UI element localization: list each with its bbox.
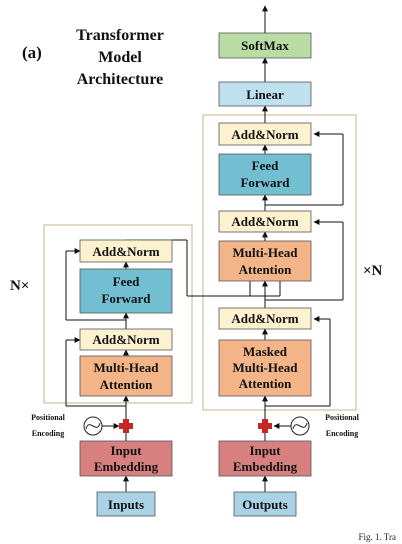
title-line-2: Model (98, 49, 142, 66)
linear-label: Linear (246, 87, 284, 102)
title-line-1: Transformer (76, 27, 164, 44)
decoder-outputs-label: Outputs (242, 497, 288, 512)
decoder-outputs (233, 491, 297, 517)
decoder-input-embedding (218, 440, 312, 477)
encoder-attention-label-1: Multi-Head (94, 360, 160, 375)
decoder-masked-label-3: Attention (239, 376, 292, 391)
encoder-feed-forward-label-2: Forward (101, 291, 151, 306)
encoder-embedding-label-2: Embedding (94, 459, 159, 474)
encoder-multi-head-attention (79, 355, 173, 397)
encoder-add-norm-top (79, 239, 173, 263)
encoder-inputs (96, 491, 156, 517)
softmax-label: SoftMax (241, 38, 289, 53)
decoder-add-plus-icon (258, 419, 272, 433)
decoder-embedding-label-2: Embedding (233, 459, 298, 474)
decoder-feed-forward-label-2: Forward (240, 175, 290, 190)
caption-fragment: Fig. 1. Tra (358, 532, 396, 542)
decoder-add-norm-mid (218, 210, 312, 233)
encoder-add-norm-bottom (79, 328, 173, 351)
encoder-add-norm-bottom-label: Add&Norm (92, 332, 159, 347)
decoder-add-norm-bottom (218, 307, 312, 330)
decoder-feed-forward-label-1: Feed (252, 158, 279, 173)
encoder-positional-label-1: Positional (31, 413, 66, 422)
decoder-masked-label-1: Masked (243, 344, 288, 359)
encoder-feed-forward (79, 268, 173, 314)
encoder-input-embedding (79, 440, 173, 477)
decoder-linear (218, 81, 312, 107)
panel-label: (a) (22, 43, 42, 62)
encoder-repeat-label: N× (10, 278, 29, 294)
decoder-positional-label-2: Encoding (326, 429, 358, 438)
encoder-positional-label-2: Encoding (32, 429, 64, 438)
decoder-attention-label-2: Attention (239, 262, 292, 277)
decoder-add-norm-top-label: Add&Norm (231, 127, 298, 142)
decoder-feed-forward (218, 153, 312, 196)
decoder-repeat-label: ×N (363, 263, 383, 279)
decoder-block-frame (202, 114, 357, 411)
encoder-inputs-label: Inputs (108, 497, 144, 512)
title-line-3: Architecture (77, 71, 163, 88)
decoder-add-norm-mid-label: Add&Norm (231, 214, 298, 229)
encoder-add-norm-top-label: Add&Norm (92, 244, 159, 259)
decoder-attention-label-1: Multi-Head (233, 245, 299, 260)
encoder-attention-label-2: Attention (100, 377, 153, 392)
decoder-softmax (218, 32, 312, 59)
encoder-embedding-label-1: Input (110, 443, 142, 458)
decoder-add-norm-top (218, 122, 312, 146)
decoder-masked-multi-head-attention (218, 339, 312, 397)
encoder-add-plus-icon (119, 419, 133, 433)
decoder-positional-label-1: Positional (325, 413, 360, 422)
decoder-multi-head-attention (218, 240, 312, 282)
decoder-masked-label-2: Multi-Head (233, 360, 299, 375)
decoder-embedding-label-1: Input (249, 443, 281, 458)
encoder-block-frame (43, 224, 193, 404)
encoder-feed-forward-label-1: Feed (113, 274, 140, 289)
decoder-add-norm-bottom-label: Add&Norm (231, 311, 298, 326)
